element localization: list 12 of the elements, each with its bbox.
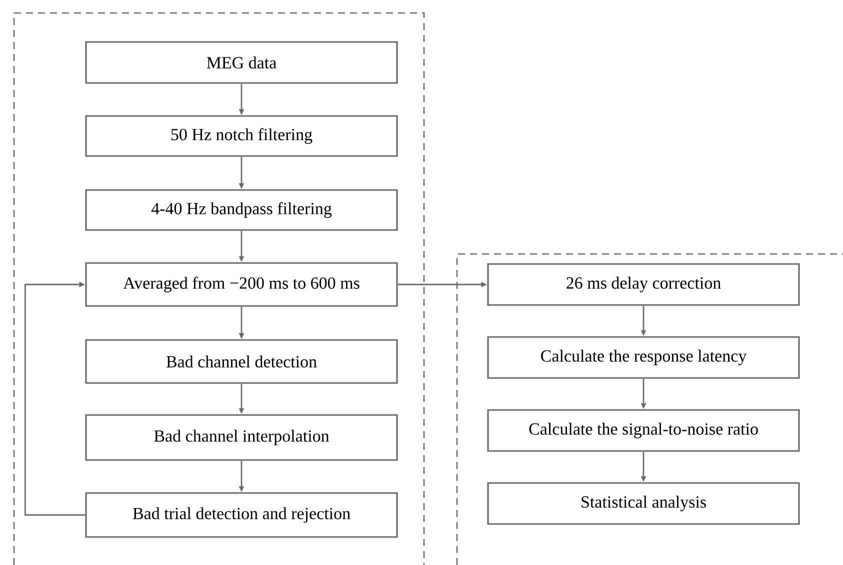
process-box: Statistical analysis xyxy=(487,482,800,525)
process-box: Calculate the response latency xyxy=(487,336,800,379)
arrow xyxy=(24,282,86,516)
process-box: Calculate the signal-to-noise ratio xyxy=(487,409,800,452)
process-box: 4-40 Hz bandpass filtering xyxy=(85,189,398,231)
process-box: Averaged from −200 ms to 600 ms xyxy=(85,262,398,307)
process-box: Bad channel interpolation xyxy=(85,414,398,461)
process-box: MEG data xyxy=(85,41,398,84)
process-box: 50 Hz notch filtering xyxy=(85,115,398,157)
process-box: Bad trial detection and rejection xyxy=(85,492,398,538)
process-box: Bad channel detection xyxy=(85,339,398,384)
process-box: 26 ms delay correction xyxy=(487,263,800,306)
